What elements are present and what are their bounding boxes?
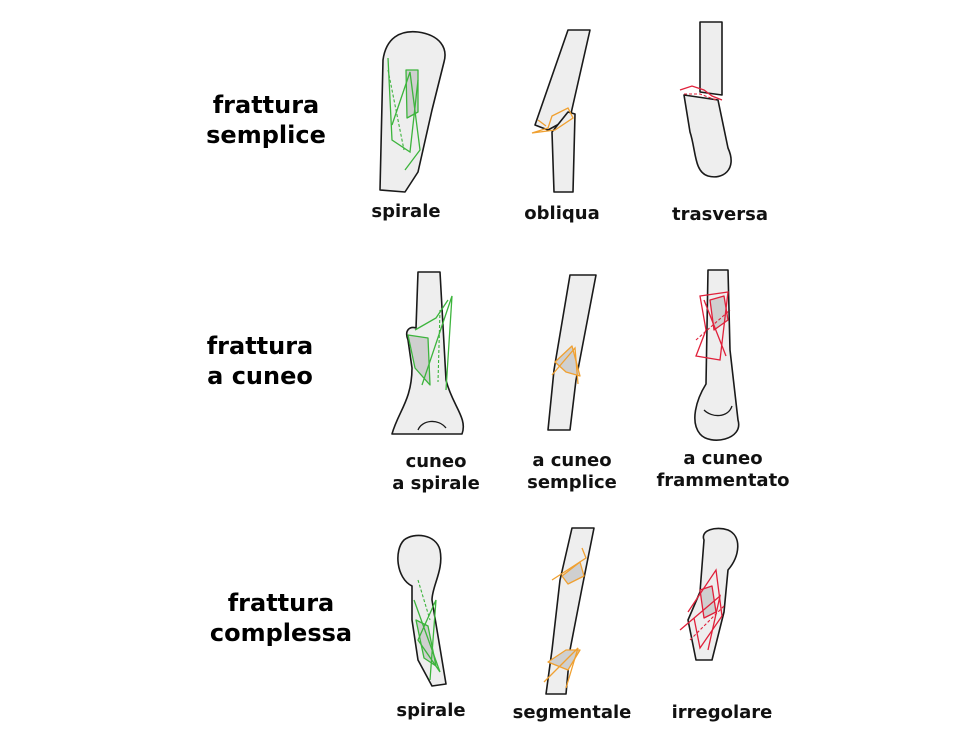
caption-line: frammentato [656,470,790,491]
bone-simple-spiral [379,30,446,193]
bone-wedge-simple [547,274,597,431]
fracture-line [684,93,717,101]
bone-outline-detail [703,405,733,417]
fracture-line [387,57,419,154]
bone-outline-detail [417,420,447,431]
fracture-line [413,599,441,681]
fracture-fragment [547,649,581,671]
fracture-line [537,119,547,127]
fracture-line [387,69,405,151]
fracture-line [531,107,574,134]
fracture-line [551,346,579,385]
caption-simple-transverse: trasversa [640,204,800,226]
caption-line: cuneo [405,451,467,472]
row-title-line: frattura [227,589,335,617]
caption-complex-irregular: irregolare [642,702,802,724]
bone-complex-irregular [679,527,739,661]
bone-complex-segmental [543,527,595,695]
caption-wedge-simple: a cuneo semplice [492,450,652,494]
caption-line: a cuneo [532,450,612,471]
caption-line: irregolare [671,702,773,723]
caption-line: a cuneo [683,448,763,469]
fracture-line [679,85,723,101]
bone-wedge-fragmented [694,269,740,441]
fracture-fragment [554,345,581,377]
row-title-line: semplice [206,121,326,149]
fracture-line [543,647,579,689]
caption-line: obliqua [524,203,600,224]
bone-simple-oblique [531,29,591,193]
row-title-complex-fracture: frattura complessa [181,588,381,648]
caption-line: trasversa [671,204,769,225]
caption-complex-segmental: segmentale [492,702,652,724]
fracture-line [695,291,729,361]
caption-line: segmentale [512,702,632,723]
bone-simple-transverse [679,21,732,178]
caption-line: spirale [371,201,441,222]
caption-wedge-fragmented: a cuneo frammentato [643,448,803,492]
fracture-fragment [407,334,431,386]
caption-simple-oblique: obliqua [482,203,642,225]
row-title-wedge-fracture: frattura a cuneo [160,331,360,391]
row-title-line: frattura [206,332,314,360]
fracture-line [551,547,587,581]
fracture-line [437,309,441,383]
bone-complex-spiral [397,534,447,687]
caption-line: spirale [396,700,466,721]
fracture-line [689,605,725,641]
fracture-fragment [709,295,729,331]
fracture-line [417,579,431,621]
caption-simple-spiral: spirale [326,201,486,223]
row-title-line: complessa [209,619,353,647]
caption-wedge-spiral: cuneo a spirale [356,451,516,495]
fracture-line [695,309,731,341]
fracture-line [391,71,421,171]
row-title-line: a cuneo [207,362,313,390]
fracture-line [421,295,453,391]
row-title-line: frattura [212,91,320,119]
fracture-line [703,299,727,357]
fracture-line [414,299,449,331]
row-title-simple-fracture: frattura semplice [166,90,366,150]
bone-wedge-spiral [391,271,465,435]
fracture-line [679,594,722,651]
fracture-line [687,568,723,650]
caption-line: semplice [527,472,617,493]
caption-line: a spirale [392,473,480,494]
fracture-fragment [561,561,585,585]
caption-complex-spiral: spirale [351,700,511,722]
